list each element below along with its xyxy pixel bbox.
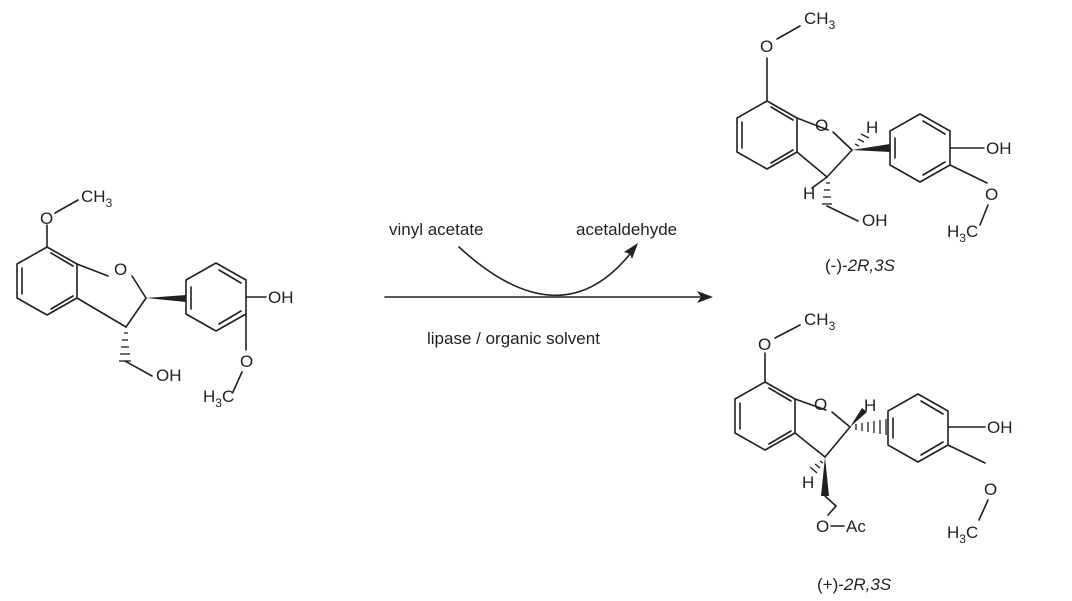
product-alcohol: O CH3 O H H OH [736, 9, 1012, 275]
p1-aryl-ring [889, 113, 951, 183]
p2-c3-hydrogen: H [802, 473, 814, 492]
p2-c2-hash [855, 419, 887, 435]
reaction-arrow-group: vinyl acetate acetaldehyde lipase / orga… [384, 220, 713, 348]
sm-hydroxymethyl-oh: OH [156, 366, 182, 385]
p1-aryl-methoxy-label: H3C [947, 222, 978, 245]
sm-methyl-label: CH3 [81, 187, 113, 210]
p1-aryl-methoxy-oxygen: O [985, 185, 998, 204]
starting-material: O CH3 O OH OH O H3C [16, 187, 294, 410]
conditions-label: lipase / organic solvent [427, 329, 600, 348]
p2-c3-h-hash [809, 460, 824, 474]
byproduct-label: acetaldehyde [576, 220, 677, 239]
p2-ring-oxygen: O [814, 395, 827, 414]
reaction-arrowhead [697, 291, 713, 303]
p1-stereo-label: (-)-2R,3S [825, 256, 896, 275]
p2-stereo-label: (+)-2R,3S [817, 575, 892, 594]
p1-methyl-label: CH3 [804, 9, 836, 32]
product-acetate: O CH3 O H H O Ac [734, 310, 1013, 594]
p2-aryl-methoxy-oxygen: O [984, 480, 997, 499]
p1-c2-h-hash [854, 133, 870, 147]
sm-aryl-methoxy-label: H3C [203, 387, 234, 410]
p1-c2-wedge [852, 144, 890, 152]
sm-ring-oxygen: O [114, 260, 127, 279]
p2-aryl-ring [887, 393, 949, 463]
reagent-label: vinyl acetate [389, 220, 484, 239]
p1-c3-hash [822, 182, 832, 205]
sm-methoxy-oxygen: O [40, 209, 53, 228]
p2-aryl-methoxy-label: H3C [947, 523, 978, 546]
p2-methoxy-oxygen: O [758, 335, 771, 354]
curved-arrow [458, 246, 631, 297]
p1-hydroxymethyl-oh: OH [862, 211, 888, 230]
p2-c2-h-wedge [850, 408, 867, 427]
p2-methyl-label: CH3 [804, 310, 836, 333]
p2-phenol-oh: OH [987, 418, 1013, 437]
p2-c2-hydrogen: H [864, 396, 876, 415]
p2-acetyl-label: Ac [846, 517, 866, 536]
p2-c3-wedge [821, 457, 829, 496]
sm-c3-hash [119, 332, 131, 362]
p1-phenol-oh: OH [986, 139, 1012, 158]
sm-aryl-ring [185, 262, 247, 332]
p1-c2-hydrogen: H [866, 118, 878, 137]
p1-ring-oxygen: O [815, 116, 828, 135]
sm-phenol-oh: OH [268, 288, 294, 307]
curved-arrowhead [624, 243, 638, 259]
p1-methoxy-oxygen: O [760, 37, 773, 56]
sm-c2-wedge [146, 295, 186, 302]
sm-benzene-ring [16, 246, 78, 316]
p1-benzene-ring [736, 100, 798, 170]
sm-aryl-methoxy-oxygen: O [240, 352, 253, 371]
p2-benzene-ring [734, 381, 796, 451]
p1-c3-hydrogen: H [803, 184, 815, 203]
p2-ester-oxygen: O [816, 517, 829, 536]
